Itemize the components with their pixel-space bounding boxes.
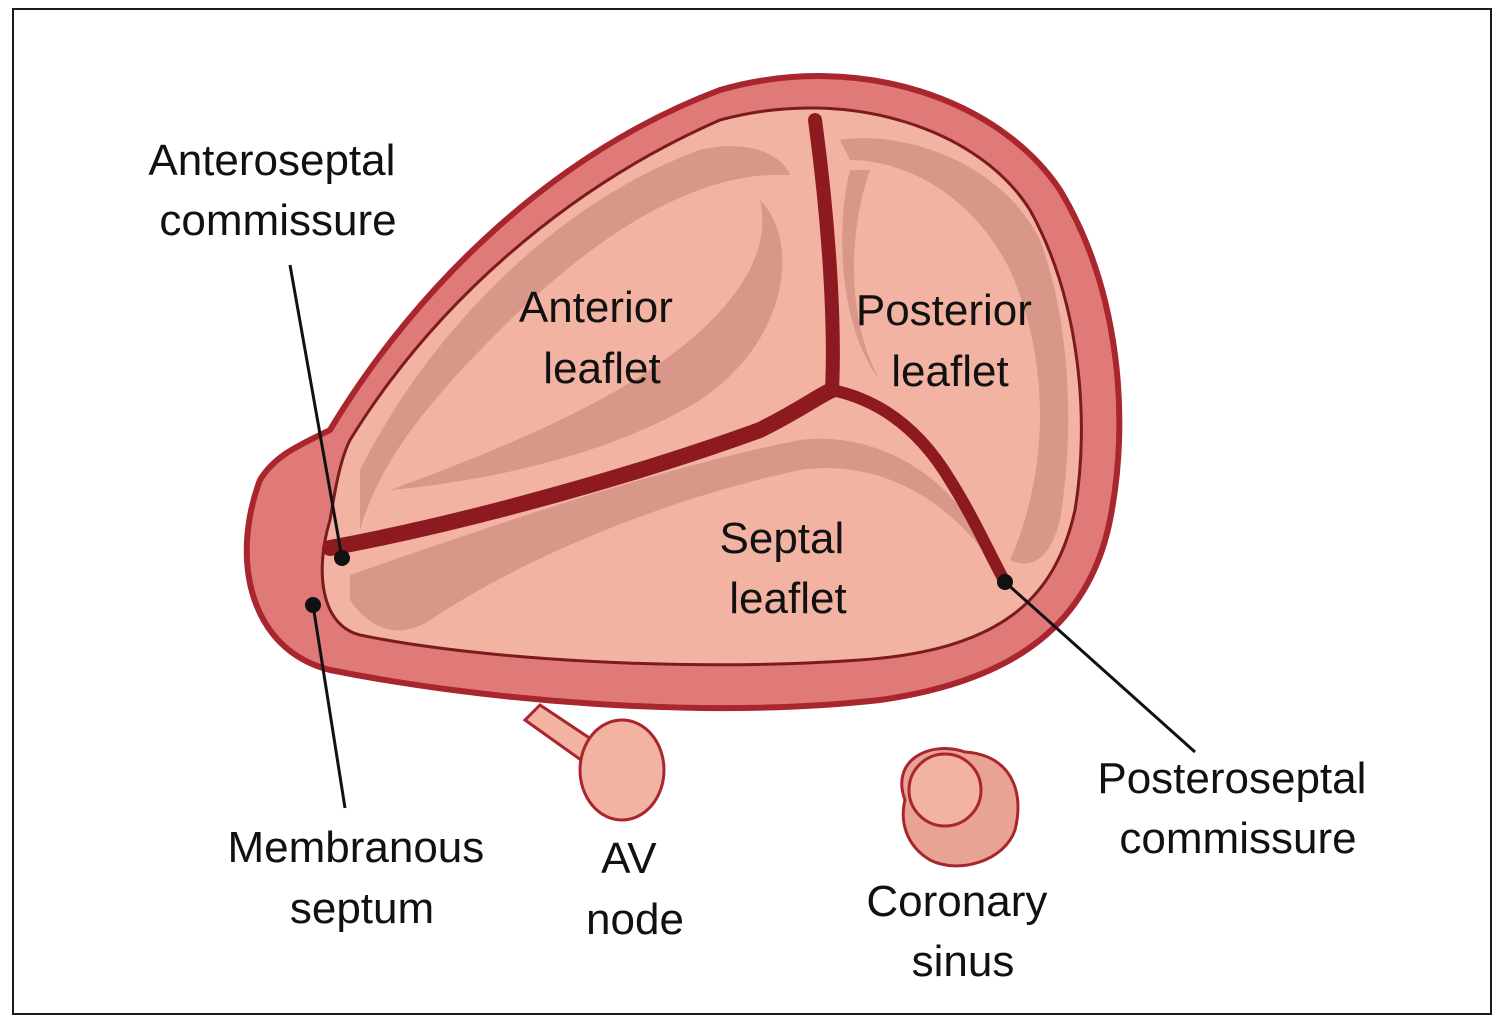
- dot-membranous-septum: [305, 597, 321, 613]
- dot-anteroseptal: [334, 550, 350, 566]
- label-posteroseptal-commissure: Posteroseptal commissure: [1097, 754, 1378, 863]
- av-node: [580, 720, 664, 820]
- label-membranous-septum: Membranous septum: [227, 823, 496, 933]
- dot-posteroseptal: [997, 574, 1013, 590]
- coronary-sinus-inner: [909, 754, 981, 826]
- label-coronary-sinus: Coronary sinus: [866, 877, 1059, 986]
- pointer-posteroseptal: [1005, 582, 1195, 752]
- label-anteroseptal-commissure: Anteroseptal commissure: [148, 136, 407, 245]
- label-av-node: AV node: [586, 834, 684, 944]
